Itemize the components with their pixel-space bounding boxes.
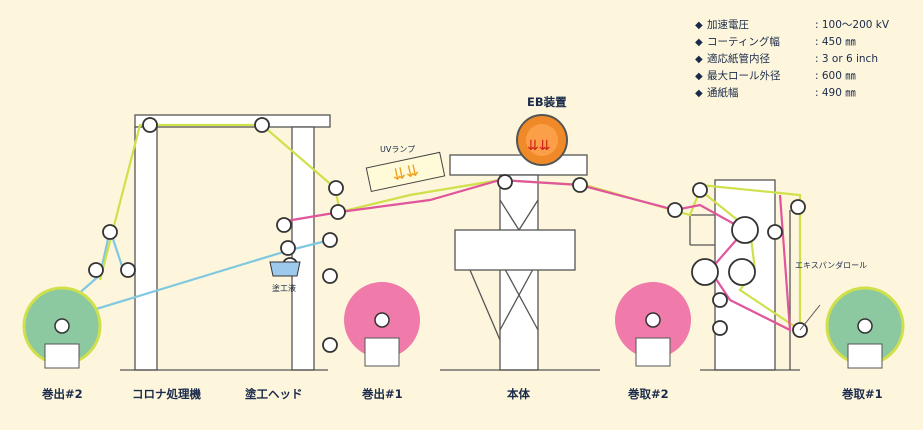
coating-roller <box>276 217 292 233</box>
spec-value: : 490 ㎜ <box>815 87 856 99</box>
guide-roller <box>712 320 728 336</box>
guide-roller <box>120 262 136 278</box>
unwind2-label: 巻出#2 <box>41 387 83 401</box>
guide-roller <box>88 262 104 278</box>
eb-arrows-icon: ⇊⇊ <box>527 138 550 154</box>
unwind1-label: 巻出#1 <box>361 387 403 401</box>
spec-value: : 600 ㎜ <box>815 70 856 82</box>
main-frame-column <box>499 174 539 371</box>
eb-device: ⇊⇊ <box>516 114 568 166</box>
diamond-bullet-icon: ◆ <box>695 71 703 82</box>
eb-device-label: EB装置 <box>527 95 567 109</box>
nip-roller <box>728 258 756 286</box>
guide-rollers <box>88 117 808 353</box>
guide-roller <box>328 180 344 196</box>
rewind1-label: 巻取#1 <box>841 387 883 401</box>
spec-value: : 100～200 kV <box>815 19 890 31</box>
main-body-label: 本体 <box>507 387 530 401</box>
guide-roller <box>497 174 513 190</box>
rewind1-roll <box>825 286 905 369</box>
guide-roller <box>712 292 728 308</box>
spec-label: 加速電圧 <box>707 19 749 31</box>
guide-roller <box>322 232 338 248</box>
uv-lamp-label: UVランプ <box>380 145 415 154</box>
rewind2-label: 巻取#2 <box>627 387 669 401</box>
web-path-pink <box>279 178 792 332</box>
spec-row: ◆ 最大ロール外径 : 600 ㎜ <box>695 68 905 85</box>
spec-value: : 450 ㎜ <box>815 36 856 48</box>
big-rolls <box>22 282 905 369</box>
guide-roller <box>790 199 806 215</box>
diamond-bullet-icon: ◆ <box>695 20 703 31</box>
uv-lamp: ⇊⇊ <box>365 151 446 193</box>
diamond-bullet-icon: ◆ <box>695 37 703 48</box>
coating-liquid-label: 塗工液 <box>272 283 296 293</box>
coating-head-label: 塗工ヘッド <box>245 387 303 401</box>
guide-roller <box>322 337 338 353</box>
spec-value: : 3 or 6 inch <box>815 53 878 65</box>
spec-label: 適応紙管内径 <box>707 53 770 65</box>
guide-roller <box>330 204 346 220</box>
spec-row: ◆ 通紙幅 : 490 ㎜ <box>695 85 905 102</box>
spec-row: ◆ 適応紙管内径 : 3 or 6 inch <box>695 51 905 68</box>
corona-frame-left <box>134 126 158 371</box>
guide-roller <box>322 268 338 284</box>
spec-label: 最大ロール外径 <box>707 70 781 82</box>
main-frame-top <box>449 154 588 176</box>
expander-roll-label: エキスパンダロール <box>795 260 867 270</box>
spec-label: 通紙幅 <box>707 87 739 99</box>
main-frame-strut <box>469 269 501 341</box>
corona-label: コロナ処理機 <box>132 387 201 401</box>
guide-roller <box>254 117 270 133</box>
coating-roller <box>280 240 296 256</box>
spec-label: コーティング幅 <box>707 36 780 48</box>
unwind2-roll <box>22 286 102 369</box>
guide-roller <box>102 224 118 240</box>
main-frame-brace <box>499 259 539 331</box>
guide-roller <box>767 224 783 240</box>
diamond-bullet-icon: ◆ <box>695 88 703 99</box>
guide-roller <box>667 202 683 218</box>
spec-table: ◆ 加速電圧 : 100～200 kV ◆ コーティング幅 : 450 ㎜ ◆ 適応紙管内径:… <box>695 17 905 102</box>
coating-pan <box>269 261 301 277</box>
spec-row: ◆ コーティング幅 : 450 ㎜ <box>695 34 905 51</box>
nip-roller <box>731 216 759 244</box>
guide-roller <box>572 177 588 193</box>
expander-pointer <box>799 304 821 331</box>
rewind2-roll <box>615 282 691 367</box>
machine-frames <box>120 114 800 371</box>
diamond-bullet-icon: ◆ <box>695 54 703 65</box>
nip-roller <box>691 258 719 286</box>
guide-roller <box>142 117 158 133</box>
guide-roller <box>692 182 708 198</box>
main-frame-body <box>454 229 576 271</box>
spec-row: ◆ 加速電圧 : 100～200 kV <box>695 17 905 34</box>
unwind1-roll <box>344 282 420 367</box>
